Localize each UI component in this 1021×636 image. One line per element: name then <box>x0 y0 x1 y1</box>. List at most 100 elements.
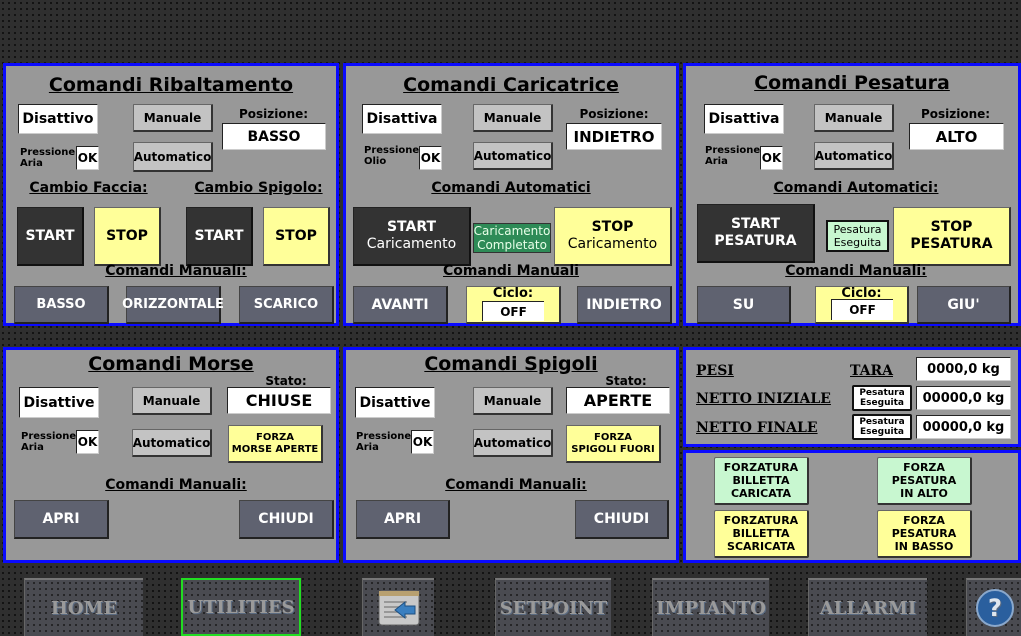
apri-button[interactable]: APRI <box>14 500 109 539</box>
netto-iniziale-pesatura-button[interactable]: Pesatura Eseguita <box>852 385 912 411</box>
position-label: Posizione: <box>579 107 649 121</box>
panel-title: Comandi Pesatura <box>754 72 950 94</box>
position-label: Posizione: <box>920 107 991 121</box>
nav-back-page-button[interactable] <box>362 578 434 636</box>
cycle-toggle[interactable]: Ciclo: OFF <box>466 286 561 324</box>
manual-basso-button[interactable]: BASSO <box>14 286 109 324</box>
position-display: ALTO <box>909 123 1004 150</box>
auto-mode-button[interactable]: Automatico <box>473 142 553 170</box>
force-line2: SPIGOLI FUORI <box>571 443 655 455</box>
su-button[interactable]: SU <box>697 286 791 324</box>
pressure-value: OK <box>76 430 99 454</box>
manual-scarico-button[interactable]: SCARICO <box>239 286 334 324</box>
btn-line2: Eseguita <box>860 398 904 408</box>
forzatura-billetta-caricata-button[interactable]: FORZATURA BILLETTA CARICATA <box>714 457 809 505</box>
chiudi-button[interactable]: CHIUDI <box>239 500 334 539</box>
forzatura-billetta-scaricata-button[interactable]: FORZATURA BILLETTA SCARICATA <box>714 510 809 558</box>
pressure-label-line1: Pressione <box>705 145 761 156</box>
tara-label: TARA <box>850 363 894 379</box>
line2: BILLETTA <box>732 474 790 487</box>
forza-pesatura-basso-button[interactable]: FORZA PESATURA IN BASSO <box>877 510 972 558</box>
status-display: CHIUSE <box>227 387 331 414</box>
netto-iniziale-value: 00000,0 kg <box>916 386 1011 410</box>
state-display: Disattivo <box>18 104 98 134</box>
pesi-title: PESI <box>696 363 734 379</box>
pressure-label-line2: Aria <box>20 158 43 169</box>
manual-orizzontale-button[interactable]: ORIZZONTALE <box>122 286 224 324</box>
manual-commands-label: Comandi Manuali: <box>105 263 247 279</box>
indietro-button[interactable]: INDIETRO <box>577 286 672 324</box>
manual-mode-button[interactable]: Manuale <box>814 104 894 132</box>
manual-mode-button[interactable]: Manuale <box>473 104 553 132</box>
auto-mode-button[interactable]: Automatico <box>133 142 213 172</box>
nav-allarmi-button[interactable]: ALLARMI <box>808 578 927 636</box>
line3: IN ALTO <box>900 487 948 500</box>
state-display: Disattiva <box>362 104 442 134</box>
nav-setpoint-button[interactable]: SETPOINT <box>495 578 611 636</box>
cycle-toggle[interactable]: Ciclo: OFF <box>815 286 909 324</box>
stop-pesatura-button[interactable]: STOP PESATURA <box>893 207 1011 266</box>
tara-value: 0000,0 kg <box>916 357 1011 381</box>
manual-mode-button[interactable]: Manuale <box>473 387 553 415</box>
pressure-value: OK <box>411 430 434 454</box>
stop-caricamento-button[interactable]: STOP Caricamento <box>554 207 672 266</box>
pressure-label: Pressione Olio <box>364 145 419 167</box>
start-line1: START <box>386 219 437 235</box>
giu-button[interactable]: GIU' <box>917 286 1011 324</box>
state-display: Disattive <box>355 387 435 418</box>
panel-pesi: PESI TARA 0000,0 kg NETTO INIZIALE Pesat… <box>683 347 1021 447</box>
force-line1: FORZA <box>255 431 295 443</box>
auto-mode-button[interactable]: Automatico <box>132 429 212 457</box>
status-label: Stato: <box>265 374 307 388</box>
cambio-faccia-start-button[interactable]: START <box>17 207 84 266</box>
line2: PESATURA <box>891 527 957 540</box>
start-caricamento-button[interactable]: START Caricamento <box>353 207 471 266</box>
manual-commands-label: Comandi Manuali: <box>105 477 247 493</box>
panel-title: Comandi Caricatrice <box>403 74 619 96</box>
auto-mode-button[interactable]: Automatico <box>814 142 894 170</box>
cycle-value: OFF <box>831 299 893 320</box>
line2: PESATURA <box>891 474 957 487</box>
stop-line2: Caricamento <box>567 236 658 252</box>
line3: CARICATA <box>730 487 792 500</box>
page-back-icon <box>378 590 419 626</box>
forza-morse-aperte-button[interactable]: FORZA MORSE APERTE <box>228 425 323 463</box>
stop-line1: STOP <box>930 219 973 235</box>
manual-mode-button[interactable]: Manuale <box>132 387 212 415</box>
avanti-button[interactable]: AVANTI <box>353 286 448 324</box>
line1: FORZATURA <box>723 461 799 474</box>
line3: SCARICATA <box>727 540 795 553</box>
panel-title: Comandi Spigoli <box>424 353 598 375</box>
pressure-value: OK <box>419 146 442 170</box>
completed-line2: Completato <box>477 238 547 252</box>
done-line1: Pesatura <box>833 223 882 236</box>
apri-button[interactable]: APRI <box>356 500 450 539</box>
pressure-value: OK <box>76 146 99 170</box>
netto-finale-pesatura-button[interactable]: Pesatura Eseguita <box>852 414 912 440</box>
start-pesatura-button[interactable]: START PESATURA <box>697 204 815 263</box>
nav-utilities-button[interactable]: UTILITIES <box>181 578 301 636</box>
manual-commands-label: Comandi Manuali <box>443 263 579 279</box>
netto-finale-value: 00000,0 kg <box>916 415 1011 439</box>
force-line2: MORSE APERTE <box>231 443 319 455</box>
panel-spigoli: Comandi Spigoli Stato: Disattive Manuale… <box>343 347 679 563</box>
cambio-spigolo-start-button[interactable]: START <box>186 207 253 266</box>
manual-commands-label: Comandi Manuali: <box>445 477 587 493</box>
cycle-label: Ciclo: <box>492 286 534 301</box>
nav-home-button[interactable]: HOME <box>24 578 143 636</box>
netto-iniziale-label: NETTO INIZIALE <box>696 391 831 407</box>
manual-mode-button[interactable]: Manuale <box>133 104 213 132</box>
pressure-label: Pressione Aria <box>356 431 411 453</box>
cambio-faccia-stop-button[interactable]: STOP <box>94 207 161 266</box>
forza-pesatura-alto-button[interactable]: FORZA PESATURA IN ALTO <box>877 457 972 505</box>
auto-mode-button[interactable]: Automatico <box>473 429 553 457</box>
nav-help-button[interactable]: ? <box>966 578 1021 636</box>
panel-title: Comandi Ribaltamento <box>48 74 294 96</box>
status-display: APERTE <box>566 387 670 414</box>
chiudi-button[interactable]: CHIUDI <box>575 500 669 539</box>
line3: IN BASSO <box>894 540 954 553</box>
start-line2: PESATURA <box>714 233 797 249</box>
forza-spigoli-fuori-button[interactable]: FORZA SPIGOLI FUORI <box>566 425 661 463</box>
nav-impianto-button[interactable]: IMPIANTO <box>652 578 769 636</box>
cambio-spigolo-stop-button[interactable]: STOP <box>263 207 330 266</box>
